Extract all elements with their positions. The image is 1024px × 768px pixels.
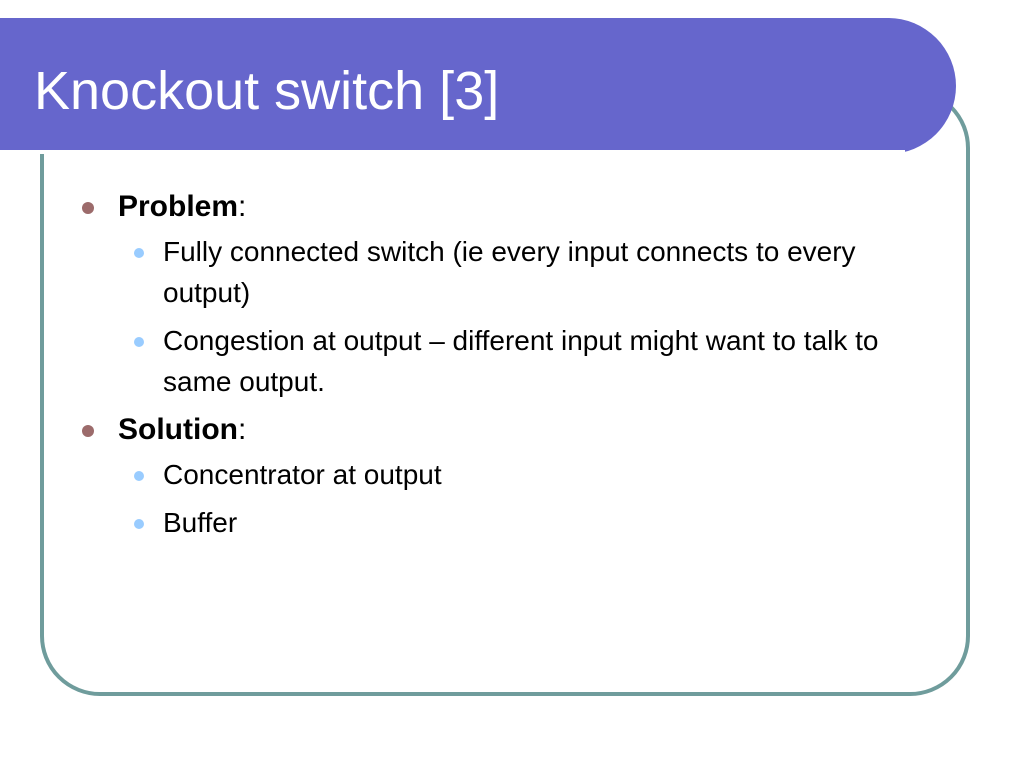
sub-bullet-dot-icon xyxy=(134,337,144,347)
sub-bullet-list: Concentrator at output Buffer xyxy=(118,454,950,543)
sub-bullet: Fully connected switch (ie every input c… xyxy=(118,231,950,313)
bullet-problem: Problem: Fully connected switch (ie ever… xyxy=(80,186,950,402)
bullet-label: Problem xyxy=(118,190,239,223)
sub-bullet: Congestion at output – different input m… xyxy=(118,320,950,402)
sub-bullet-text: Buffer xyxy=(163,507,238,538)
bullet-label: Solution xyxy=(118,413,238,446)
bullet-label-suffix: : xyxy=(238,190,247,223)
title-bar: Knockout switch [3] xyxy=(0,18,956,154)
sub-bullet-text: Congestion at output – different input m… xyxy=(163,325,879,397)
bullet-solution: Solution: Concentrator at output Buffer xyxy=(80,409,950,543)
sub-bullet-text: Concentrator at output xyxy=(163,459,442,490)
bullet-dot-icon xyxy=(82,425,94,437)
bullet-label-suffix: : xyxy=(237,413,247,446)
sub-bullet: Buffer xyxy=(118,502,950,543)
bullet-dot-icon xyxy=(82,202,94,214)
bullet-list: Problem: Fully connected switch (ie ever… xyxy=(80,186,950,550)
title-underline xyxy=(0,150,905,154)
sub-bullet: Concentrator at output xyxy=(118,454,950,495)
slide-title: Knockout switch [3] xyxy=(34,61,500,121)
sub-bullet-dot-icon xyxy=(134,519,144,529)
sub-bullet-list: Fully connected switch (ie every input c… xyxy=(118,231,950,402)
sub-bullet-text: Fully connected switch (ie every input c… xyxy=(163,236,856,308)
sub-bullet-dot-icon xyxy=(134,471,144,481)
content-frame xyxy=(40,88,970,696)
sub-bullet-dot-icon xyxy=(134,248,144,258)
